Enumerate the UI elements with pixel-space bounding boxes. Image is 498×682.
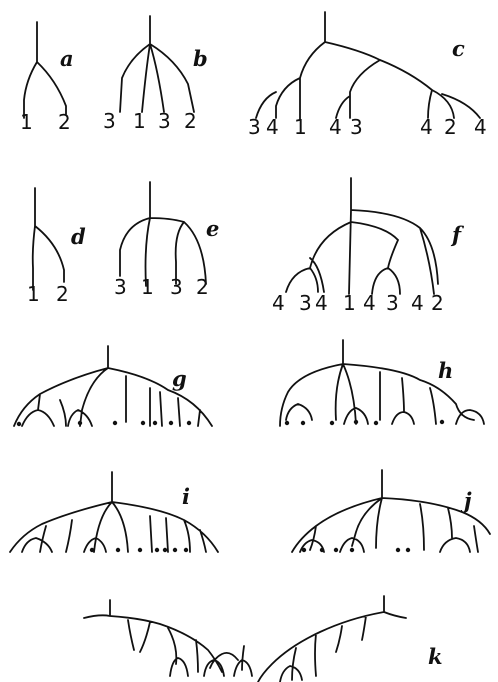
tree-b xyxy=(119,15,195,113)
panel-a: 1 2 a xyxy=(20,21,74,134)
dot-g-3 xyxy=(112,420,118,426)
dot-j-5 xyxy=(395,547,401,553)
leaf-label-c-1: 3 xyxy=(248,115,261,139)
leaf-label-c-2: 4 xyxy=(266,115,279,139)
leaf-label-f-3: 4 xyxy=(315,291,328,315)
leaf-label-f-6: 3 xyxy=(386,291,399,315)
panel-letter-c: c xyxy=(452,36,465,61)
dot-i-7 xyxy=(183,547,189,553)
leaf-label-f-5: 4 xyxy=(363,291,376,315)
dot-g-2 xyxy=(77,420,83,426)
panel-letter-g: g xyxy=(172,366,187,391)
panel-letter-a: a xyxy=(60,46,74,71)
leaf-label-e-2: 1 xyxy=(141,275,154,299)
dot-i-4 xyxy=(154,547,160,553)
tree-a xyxy=(23,21,67,119)
leaf-label-f-7: 4 xyxy=(411,291,424,315)
tree-d xyxy=(31,187,65,291)
panel-c: 3 4 1 4 3 4 2 4 c xyxy=(248,11,487,139)
leaf-label-c-6: 4 xyxy=(420,115,433,139)
panel-letter-f: f xyxy=(450,222,465,247)
dot-g-6 xyxy=(168,420,174,426)
leaf-label-c-7: 2 xyxy=(444,115,457,139)
panel-h: h xyxy=(279,339,485,427)
leaf-label-d-1: 1 xyxy=(27,282,40,306)
dot-i-5 xyxy=(162,547,168,553)
dot-h-5 xyxy=(373,420,379,426)
leaf-label-c-8: 4 xyxy=(474,115,487,139)
panel-letter-d: d xyxy=(71,224,86,249)
leaf-label-b-2: 1 xyxy=(133,109,146,133)
leaf-label-c-4: 4 xyxy=(329,115,342,139)
leaf-label-b-4: 2 xyxy=(184,109,197,133)
leaf-label-a-2: 2 xyxy=(58,110,71,134)
panel-d: 1 2 d xyxy=(27,187,86,306)
leaf-label-f-4: 1 xyxy=(343,291,356,315)
panel-b: 3 1 3 2 b xyxy=(103,15,208,133)
leaf-label-f-8: 2 xyxy=(431,291,444,315)
dot-j-3 xyxy=(333,547,339,553)
tree-f xyxy=(285,177,439,295)
dot-g-1 xyxy=(16,421,22,427)
leaf-label-c-3: 1 xyxy=(294,115,307,139)
leaf-label-e-4: 2 xyxy=(196,275,209,299)
leaf-label-f-2: 3 xyxy=(299,291,312,315)
panel-letter-e: e xyxy=(206,216,219,241)
dot-g-4 xyxy=(140,420,146,426)
tree-c xyxy=(255,11,481,121)
panel-letter-h: h xyxy=(438,358,453,383)
leaf-label-c-5: 3 xyxy=(350,115,363,139)
panel-letter-i: i xyxy=(182,484,190,509)
leaf-label-a-1: 1 xyxy=(20,110,33,134)
panel-letter-j: j xyxy=(460,488,472,513)
panel-letter-k: k xyxy=(428,644,443,669)
panel-f: 4 3 4 1 4 3 4 2 f xyxy=(272,177,465,315)
dot-h-2 xyxy=(300,420,306,426)
leaf-label-b-1: 3 xyxy=(103,109,116,133)
tree-i xyxy=(9,471,219,553)
panel-e: 3 1 3 2 e xyxy=(114,181,219,299)
dot-j-4 xyxy=(349,547,355,553)
panel-j: j xyxy=(291,469,491,553)
leaf-label-b-3: 3 xyxy=(158,109,171,133)
dot-h-4 xyxy=(353,419,359,425)
dot-g-7 xyxy=(186,420,192,426)
tree-g xyxy=(13,345,213,427)
dot-i-3 xyxy=(137,547,143,553)
dot-i-6 xyxy=(172,547,178,553)
dot-h-3 xyxy=(329,420,335,426)
dot-h-1 xyxy=(284,420,290,426)
leaf-label-e-3: 3 xyxy=(170,275,183,299)
panel-g: g xyxy=(13,345,213,427)
dot-h-6 xyxy=(439,419,445,425)
panel-k: k xyxy=(83,595,443,682)
dot-i-1 xyxy=(89,547,95,553)
tree-j xyxy=(291,469,491,553)
dot-i-2 xyxy=(115,547,121,553)
tree-e xyxy=(119,181,207,287)
tree-h xyxy=(279,339,485,427)
panel-i: i xyxy=(9,471,219,553)
panel-letter-b: b xyxy=(193,46,208,71)
leaf-label-f-1: 4 xyxy=(272,291,285,315)
leaf-label-e-1: 3 xyxy=(114,275,127,299)
dot-j-1 xyxy=(301,547,307,553)
dot-j-6 xyxy=(405,547,411,553)
dot-g-5 xyxy=(152,420,158,426)
dot-j-2 xyxy=(319,547,325,553)
leaf-label-d-2: 2 xyxy=(56,282,69,306)
tree-k xyxy=(83,595,407,682)
